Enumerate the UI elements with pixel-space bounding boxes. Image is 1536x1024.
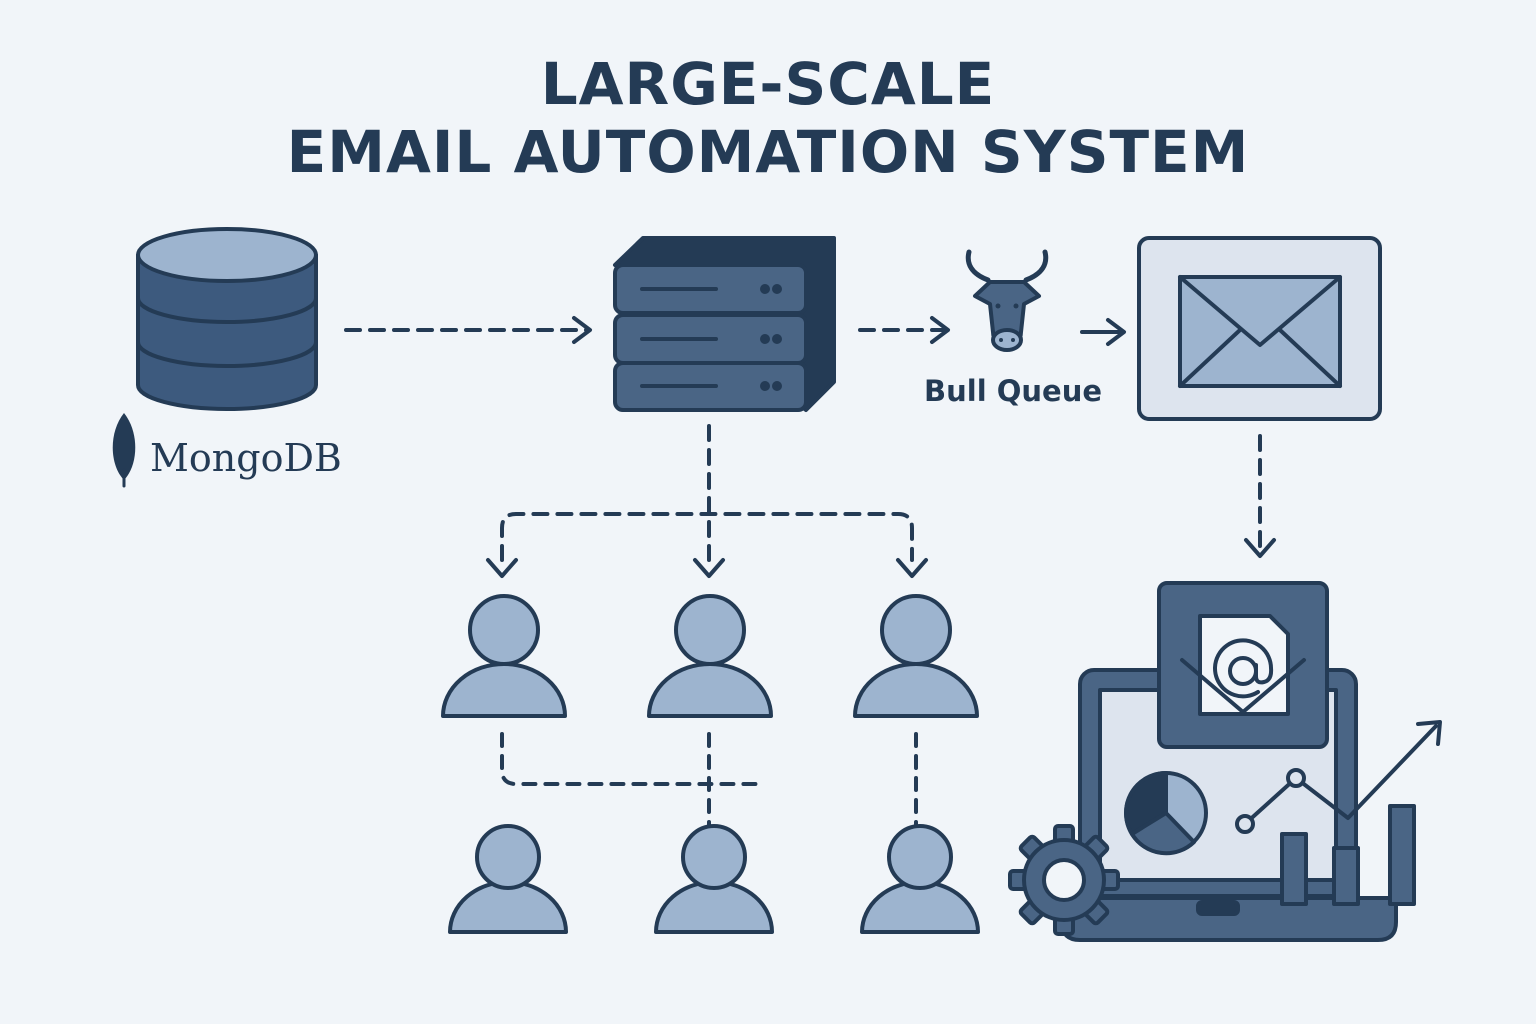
- arrow-db-to-server: [344, 316, 592, 344]
- mongodb-label: MongoDB: [150, 436, 342, 480]
- envelope-icon: [1137, 236, 1382, 421]
- bull-queue-label: Bull Queue: [924, 374, 1103, 408]
- title-line-1: LARGE-SCALE: [540, 50, 996, 118]
- mongodb-leaf-icon: [112, 413, 136, 488]
- user-icon: [441, 594, 567, 718]
- user-icon: [853, 594, 979, 718]
- email-at-card: [1157, 581, 1329, 749]
- user-icon: [654, 824, 774, 934]
- diagram-title: LARGE-SCALE EMAIL AUTOMATION SYSTEM: [0, 50, 1536, 186]
- gear-icon: [1008, 824, 1120, 936]
- arrow-mail-to-dashboard: [1244, 434, 1276, 558]
- title-line-2: EMAIL AUTOMATION SYSTEM: [286, 118, 1250, 186]
- database-icon: [136, 227, 318, 411]
- arrow-server-to-queue: [858, 316, 950, 344]
- fanout-connectors: [500, 424, 914, 572]
- user-icon: [860, 824, 980, 934]
- fanout-arrowheads: [486, 558, 928, 578]
- arrow-queue-to-mail: [1080, 318, 1126, 346]
- user-icon: [647, 594, 773, 718]
- server-stack-icon: [613, 236, 836, 412]
- recipient-connectors: [500, 732, 918, 828]
- bull-icon: [965, 249, 1049, 352]
- user-icon: [448, 824, 568, 934]
